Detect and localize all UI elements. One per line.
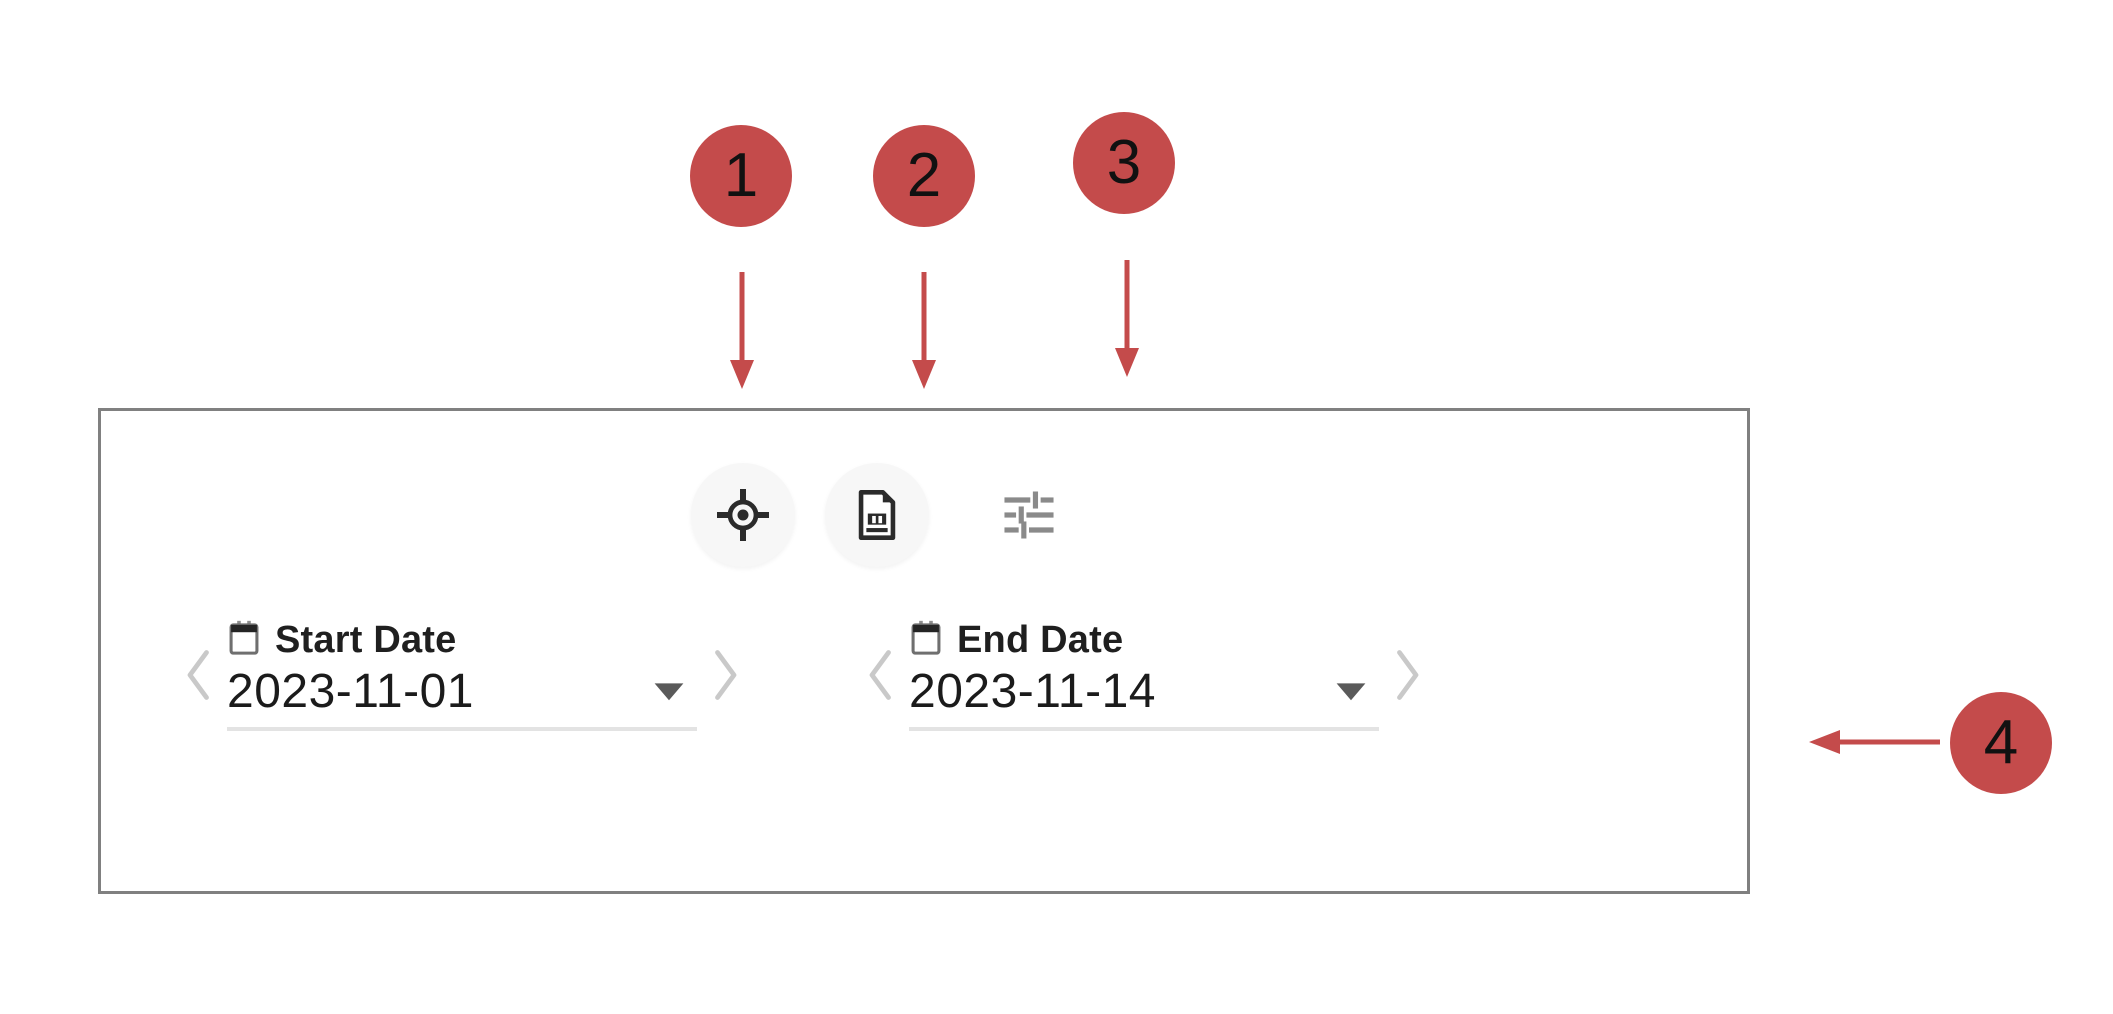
calendar-icon [227, 620, 261, 661]
annotation-badge-1-number: 1 [723, 141, 759, 210]
end-date-label: End Date [957, 619, 1124, 661]
tune-sliders-icon [998, 484, 1060, 546]
end-date-next-button[interactable] [1379, 629, 1435, 721]
locate-button[interactable] [691, 463, 795, 567]
start-date-picker: Start Date 2023-11-01 [171, 619, 753, 731]
annotation-badge-2: 2 [873, 125, 975, 227]
end-date-value-line: 2023-11-14 [909, 664, 1379, 719]
end-date-label-line: End Date [909, 619, 1379, 662]
start-date-label: Start Date [275, 619, 457, 661]
caret-down-icon [1335, 681, 1367, 703]
start-date-prev-button[interactable] [171, 629, 227, 721]
end-date-field[interactable]: End Date 2023-11-14 [909, 619, 1379, 731]
end-date-value: 2023-11-14 [909, 665, 1156, 718]
annotation-arrow-1 [728, 272, 756, 390]
start-date-field[interactable]: Start Date 2023-11-01 [227, 619, 697, 731]
start-date-value-line: 2023-11-01 [227, 664, 697, 719]
end-date-prev-button[interactable] [853, 629, 909, 721]
caret-down-icon [653, 681, 685, 703]
annotation-badge-2-number: 2 [906, 141, 942, 210]
chevron-right-icon [1389, 644, 1425, 706]
annotation-arrow-4 [1805, 728, 1940, 756]
start-date-dropdown-button[interactable] [653, 681, 685, 703]
document-chart-icon [848, 486, 906, 544]
annotation-badge-3-number: 3 [1106, 128, 1142, 197]
annotation-badge-3: 3 [1073, 112, 1175, 214]
chevron-left-icon [181, 644, 217, 706]
chevron-left-icon [863, 644, 899, 706]
report-button[interactable] [825, 463, 929, 567]
date-range-row: Start Date 2023-11-01 [171, 619, 1435, 731]
end-date-picker: End Date 2023-11-14 [853, 619, 1435, 731]
icon-toolbar-row [691, 463, 1081, 567]
annotation-arrow-2 [910, 272, 938, 390]
annotation-arrow-3 [1113, 260, 1141, 378]
start-date-value: 2023-11-01 [227, 665, 474, 718]
chevron-right-icon [707, 644, 743, 706]
annotation-badge-4: 4 [1950, 692, 2052, 794]
calendar-icon [909, 620, 943, 661]
end-date-dropdown-button[interactable] [1335, 681, 1367, 703]
toolbar-panel: Start Date 2023-11-01 [98, 408, 1750, 894]
start-date-next-button[interactable] [697, 629, 753, 721]
annotation-badge-4-number: 4 [1983, 708, 2019, 777]
settings-button[interactable] [977, 463, 1081, 567]
start-date-label-line: Start Date [227, 619, 697, 662]
crosshair-target-icon [713, 485, 773, 545]
annotation-badge-1: 1 [690, 125, 792, 227]
